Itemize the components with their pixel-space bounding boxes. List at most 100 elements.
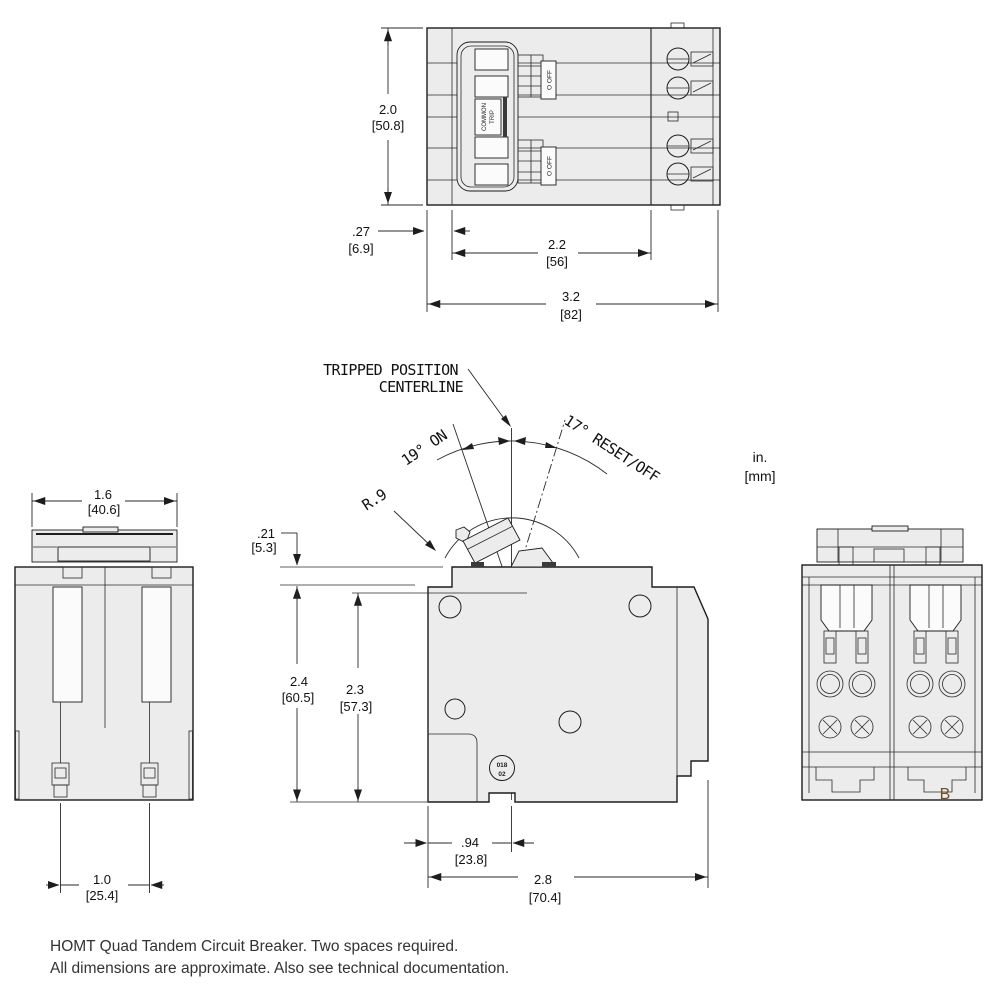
angle-dimension-arc — [436, 440, 608, 475]
dim-label: 1.6 — [94, 487, 112, 502]
common-trip-label: COMMON — [482, 103, 488, 131]
pole-slot — [141, 586, 172, 703]
pole-window — [820, 584, 873, 632]
terminal-stack — [848, 630, 876, 739]
tripped-position-callout: TRIPPED POSITION — [323, 361, 458, 379]
dim-label: 2.3 — [346, 682, 364, 697]
handle-linkage-upper — [517, 54, 544, 98]
dim-label: 2.0 — [379, 102, 397, 117]
units-inches: in. — [753, 449, 768, 465]
terminal-end-view: B — [801, 525, 983, 803]
pole-window — [909, 584, 962, 632]
arc-arrowhead — [514, 437, 526, 445]
top-plan-view: COMMON TRIP O OFF O OFF — [348, 22, 721, 322]
dim-top-height: 2.0 [50.8] — [372, 27, 423, 206]
dim-label: 2.4 — [290, 674, 308, 689]
terminal-view-cap — [816, 525, 964, 566]
side-groove — [15, 730, 20, 800]
off-label-plate-upper — [540, 60, 557, 100]
terminal-screw — [818, 715, 842, 739]
terminal-stack — [816, 630, 844, 739]
arc-arrowhead — [462, 443, 474, 450]
off-label-lower: O OFF — [547, 156, 554, 176]
terminal-screw — [908, 715, 932, 739]
terminal-stack — [906, 630, 934, 739]
units-mm: [mm] — [744, 468, 775, 484]
breaker-handle-side — [455, 517, 557, 568]
dim-top-width-overall: 3.2 [82] — [427, 210, 719, 322]
dim-label: .27 — [352, 224, 370, 239]
units-note: in. [mm] — [744, 449, 775, 484]
common-trip-label: TRIP — [490, 110, 496, 124]
dim-label: [25.4] — [86, 888, 119, 903]
dim-side-height-overall: 2.4 [60.5] — [282, 586, 314, 802]
drawing-notes: HOMT Quad Tandem Circuit Breaker. Two sp… — [50, 938, 509, 977]
mounting-tab-bottom — [670, 204, 685, 211]
dim-label: .94 — [461, 835, 479, 850]
terminal-clamp — [51, 762, 70, 798]
terminal-screw — [850, 715, 874, 739]
housing-hole — [558, 710, 582, 734]
dim-top-handle-offset: .27 [6.9] — [348, 210, 470, 312]
pole-divider-notch — [667, 111, 679, 122]
mounting-foot — [815, 767, 875, 793]
date-code-stamp: 018 02 — [489, 755, 515, 781]
dim-label: [23.8] — [455, 852, 488, 867]
handle-assembly-top: COMMON TRIP O OFF O OFF — [456, 41, 557, 192]
dim-label: [82] — [560, 307, 582, 322]
handle-radius-label: R.9 — [359, 485, 390, 514]
reset-off-position-line — [511, 419, 566, 595]
svg-text:018: 018 — [497, 762, 508, 769]
terminal-screws-top — [666, 47, 714, 186]
dim-label: [40.6] — [88, 502, 121, 517]
dim-label: [70.4] — [529, 890, 562, 905]
note-line-2: All dimensions are approximate. Also see… — [50, 960, 509, 977]
dim-label: [6.9] — [348, 241, 373, 256]
tie-bar — [503, 97, 507, 137]
note-line-1: HOMT Quad Tandem Circuit Breaker. Two sp… — [50, 938, 458, 955]
dim-label: 1.0 — [93, 872, 111, 887]
dim-label: 3.2 — [562, 289, 580, 304]
front-view: 1.6 [40.6] 1.0 [25.4] — [14, 487, 194, 903]
dim-side-height-body: 2.3 [57.3] — [340, 593, 373, 802]
dim-label: .21 — [257, 526, 275, 541]
view-letter: B — [940, 786, 951, 803]
dim-side-handle-height: .21 [5.3] — [251, 526, 302, 600]
mounting-tab-top — [670, 22, 685, 29]
housing-hole — [628, 594, 652, 618]
arc-arrowhead — [498, 437, 510, 445]
leader-arrowhead — [425, 540, 436, 551]
dim-label: 2.2 — [548, 237, 566, 252]
handle-window — [474, 136, 509, 159]
dim-label: [50.8] — [372, 118, 405, 133]
handle-travel-arc — [444, 517, 580, 559]
terminal-clamp — [140, 762, 159, 798]
common-trip-label-plate — [474, 98, 502, 136]
arc-arrowhead — [545, 442, 557, 448]
reset-off-angle-label: 17° RESET/OFF — [561, 411, 663, 486]
dim-label: [56] — [546, 254, 568, 269]
dim-side-center-offset: .94 [23.8] — [404, 806, 534, 888]
pole-slot — [52, 586, 83, 703]
dim-side-depth-overall: 2.8 [70.4] — [428, 780, 709, 905]
terminal-stack — [938, 630, 966, 739]
leader-arrowhead — [501, 415, 511, 427]
dim-label: 2.8 — [534, 872, 552, 887]
tripped-position-callout: CENTERLINE — [379, 378, 464, 396]
front-view-cap — [31, 526, 178, 563]
handle-window — [474, 163, 509, 186]
dim-front-width: 1.6 [40.6] — [31, 487, 178, 527]
housing-hole — [444, 698, 466, 720]
side-groove — [188, 730, 193, 800]
dim-label: [5.3] — [251, 540, 276, 555]
on-position-line — [452, 423, 512, 595]
dim-front-terminal-pitch: 1.0 [25.4] — [46, 803, 164, 903]
handle-window — [474, 75, 509, 98]
off-label-upper: O OFF — [547, 70, 554, 90]
dim-label: [57.3] — [340, 699, 373, 714]
mounting-foot — [907, 767, 967, 793]
dim-top-width-inner: 2.2 [56] — [452, 210, 652, 269]
terminal-screw — [940, 715, 964, 739]
